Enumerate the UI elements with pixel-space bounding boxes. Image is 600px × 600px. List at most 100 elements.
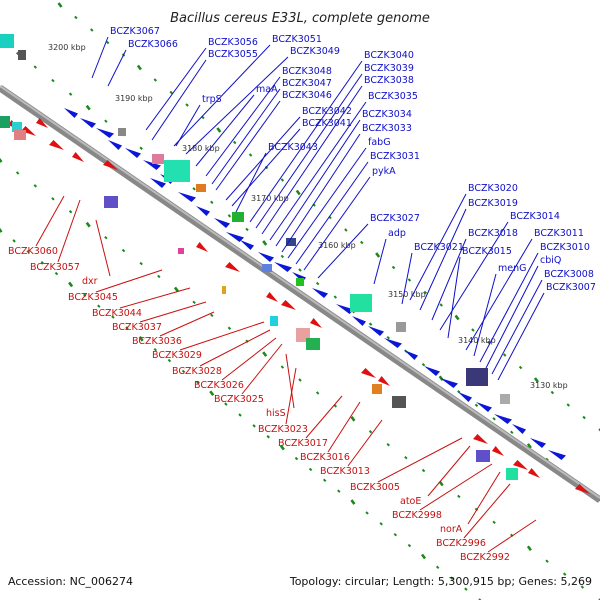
tick-mark (157, 274, 161, 279)
tick-mark (90, 28, 94, 32)
tick-mark (210, 200, 214, 205)
tick-mark (423, 290, 428, 295)
reverse-gene-arrow (473, 434, 488, 444)
tick-mark (391, 265, 396, 270)
reverse-leader-line (347, 419, 383, 467)
kbp-tick-label: 3150 kbp (388, 290, 426, 299)
gene-block (350, 294, 372, 312)
reverse-leader-line (95, 219, 111, 277)
reverse-gene-label: BCZK3026 (194, 380, 244, 391)
tick-mark (464, 587, 468, 591)
kbp-tick-label: 3130 kbp (530, 381, 568, 390)
reverse-gene-arrow (49, 140, 64, 150)
forward-gene-label: maA (256, 84, 278, 95)
tick-mark (185, 103, 189, 107)
tick-mark (57, 2, 63, 8)
forward-leader-line (195, 94, 255, 167)
forward-leader-line (269, 101, 367, 241)
tick-mark (368, 430, 373, 434)
tick-mark (450, 576, 454, 580)
reverse-gene-arrow (266, 292, 278, 302)
forward-leader-line (215, 100, 281, 191)
forward-gene-label: BCZK3020 (468, 183, 518, 194)
tick-mark (82, 293, 87, 298)
gene-block (372, 384, 382, 394)
reverse-gene-label: BCZK3013 (320, 466, 370, 477)
forward-leader-line (419, 208, 467, 311)
gene-block (178, 248, 184, 254)
tick-mark (192, 300, 196, 305)
reverse-leader-line (119, 287, 191, 309)
reverse-gene-label: BCZK2992 (460, 552, 510, 563)
gene-block (262, 264, 272, 272)
tick-mark (125, 326, 129, 330)
forward-gene-arrow (312, 288, 328, 298)
reverse-leader-line (221, 337, 277, 381)
forward-gene-label: trpS (202, 94, 222, 105)
kbp-tick-label: 3140 kbp (458, 336, 496, 345)
forward-gene-arrow (512, 424, 526, 434)
reverse-gene-arrow (378, 376, 390, 386)
forward-gene-label: BCZK3027 (370, 213, 420, 224)
reverse-gene-arrow (281, 300, 296, 310)
forward-leader-line (107, 49, 127, 87)
tick-mark (280, 365, 285, 369)
tick-mark (169, 90, 173, 95)
gene-block (286, 238, 296, 246)
tick-mark (85, 104, 91, 111)
tick-mark (216, 127, 222, 133)
tick-mark (474, 403, 479, 408)
forward-gene-label: BCZK3011 (534, 228, 584, 239)
forward-leader-line (439, 221, 509, 331)
tick-mark (518, 365, 523, 370)
tick-mark (252, 424, 256, 428)
reverse-gene-arrow (492, 446, 504, 456)
gene-block (506, 468, 518, 480)
tick-mark (51, 78, 55, 83)
forward-gene-arrow (404, 350, 418, 360)
tick-mark (582, 415, 586, 420)
reverse-gene-arrow (225, 262, 240, 272)
tick-mark (280, 178, 285, 182)
forward-gene-arrow (150, 178, 166, 188)
tick-mark (139, 146, 143, 150)
genome-backbone (0, 85, 600, 503)
gene-block (232, 212, 244, 222)
accession-text: Accession: NC_006274 (8, 575, 133, 588)
forward-gene-arrow (214, 218, 230, 228)
forward-gene-arrow (384, 338, 402, 348)
forward-leader-line (173, 44, 271, 147)
tick-mark (262, 351, 268, 357)
tick-mark (192, 187, 196, 191)
forward-gene-label: menG (498, 263, 526, 274)
tick-mark (315, 281, 320, 286)
tick-mark (407, 543, 412, 548)
tick-mark (407, 278, 412, 282)
tick-mark (337, 489, 341, 493)
forward-leader-line (465, 238, 533, 351)
tick-mark (580, 585, 585, 589)
forward-leader-line (295, 161, 369, 265)
genome-summary-text: Topology: circular; Length: 5,300,915 bp… (289, 575, 592, 588)
tick-mark (33, 184, 38, 188)
tick-mark (54, 271, 59, 276)
tick-mark (227, 214, 232, 218)
reverse-gene-label: BCZK3057 (30, 262, 80, 273)
tick-mark (138, 336, 144, 342)
forward-gene-arrow (494, 414, 512, 424)
reverse-leader-line (159, 311, 215, 337)
tick-mark (40, 260, 45, 265)
kbp-tick-label: 3170 kbp (251, 194, 289, 203)
tick-mark (533, 377, 540, 383)
forward-gene-arrow (258, 252, 274, 262)
forward-gene-label: BCZK3014 (510, 211, 560, 222)
tick-mark (295, 189, 301, 196)
reverse-gene-label: BCZK2996 (436, 538, 486, 549)
tick-mark (104, 235, 108, 240)
forward-gene-label: BCZK3007 (546, 282, 596, 293)
forward-gene-label: BCZK3049 (290, 46, 340, 57)
gene-block (0, 34, 14, 48)
forward-gene-label: BCZK3034 (362, 109, 412, 120)
reverse-gene-arrow (72, 152, 84, 162)
